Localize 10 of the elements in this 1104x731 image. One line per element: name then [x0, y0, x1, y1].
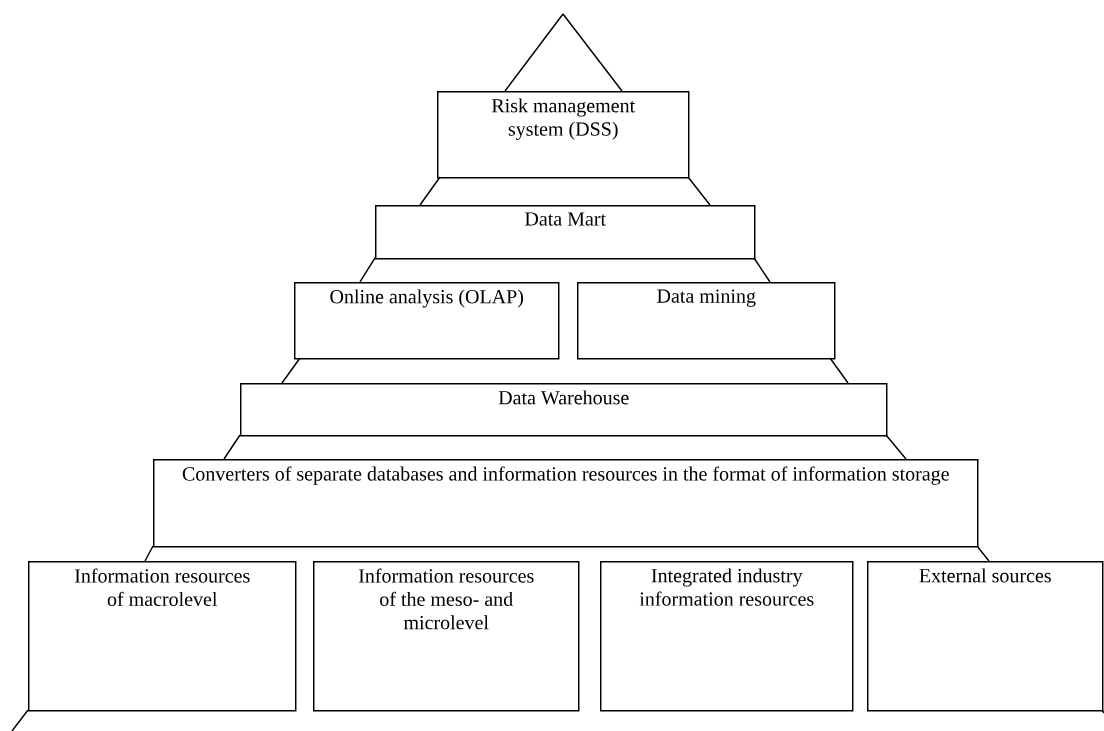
level-box: Integrated industry information resources — [600, 561, 854, 712]
level-box: External sources — [867, 561, 1104, 712]
level-box: Data Warehouse — [240, 383, 888, 437]
level-box: Data Mart — [375, 205, 756, 260]
level-box: Online analysis (OLAP) — [294, 282, 560, 360]
level-box: Risk management system (DSS) — [437, 91, 690, 179]
level-box: Data mining — [577, 282, 836, 360]
level-box: Information resources of the meso- and microlevel — [313, 561, 580, 712]
level-box: Converters of separate databases and information resources in the format of information storage — [153, 459, 979, 548]
level-box: Information resources of macrolevel — [28, 561, 297, 712]
